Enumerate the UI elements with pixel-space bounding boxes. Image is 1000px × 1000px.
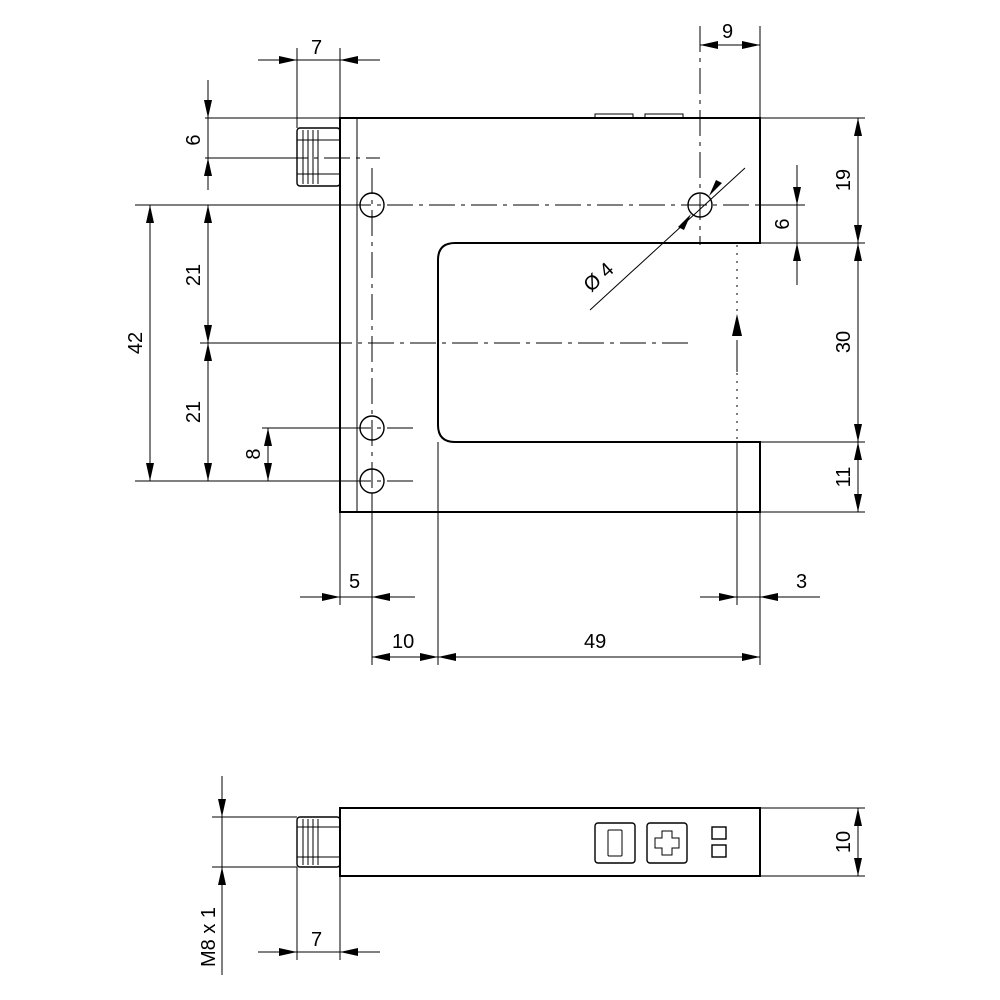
- dim-side-height: 10: [833, 831, 855, 853]
- indicator-bump-2: [644, 113, 684, 119]
- connector-top: [296, 127, 341, 187]
- minus-button: [594, 822, 636, 864]
- dim-slot-width: 30: [833, 331, 855, 353]
- dim-slot-depth: 49: [584, 631, 606, 653]
- housing-outline: [339, 117, 761, 513]
- dim-bottom-right: 11: [833, 467, 855, 488]
- dim-slot-edge-right: 3: [796, 571, 807, 593]
- dim-hole-diameter: Ø 4: [580, 259, 619, 297]
- top-view: 7 9 6 21 21 42 8 19 30 11 6 Ø 4 5 3 10 4…: [125, 21, 865, 665]
- dim-connector-width-top: 7: [311, 37, 322, 59]
- dim-connector-height: 6: [183, 134, 205, 145]
- connector-side: [296, 816, 341, 868]
- dim-hole-edge: 5: [349, 571, 360, 593]
- dim-hole-to-slot: 10: [392, 631, 414, 653]
- optical-axis-arrow: [732, 314, 742, 336]
- dim-thread: M8 x 1: [198, 907, 220, 967]
- dim-left-lower: 21: [183, 401, 205, 423]
- led-indicator-1: [711, 826, 727, 840]
- side-housing: [339, 807, 761, 877]
- dim-hole-spacing: 42: [125, 332, 147, 354]
- indicator-bump-1: [594, 113, 634, 119]
- dim-connector-width-bottom: 7: [311, 929, 322, 951]
- dim-slot-offset: 6: [772, 218, 794, 229]
- led-indicator-2: [711, 844, 727, 858]
- dim-left-upper: 21: [183, 264, 205, 286]
- dim-hole-offset-small: 8: [243, 448, 265, 459]
- plus-button: [646, 822, 688, 864]
- side-view: M8 x 1 10 7: [198, 776, 865, 975]
- dim-right-offset-top: 9: [722, 21, 733, 43]
- dim-total-height-right: 19: [833, 169, 855, 191]
